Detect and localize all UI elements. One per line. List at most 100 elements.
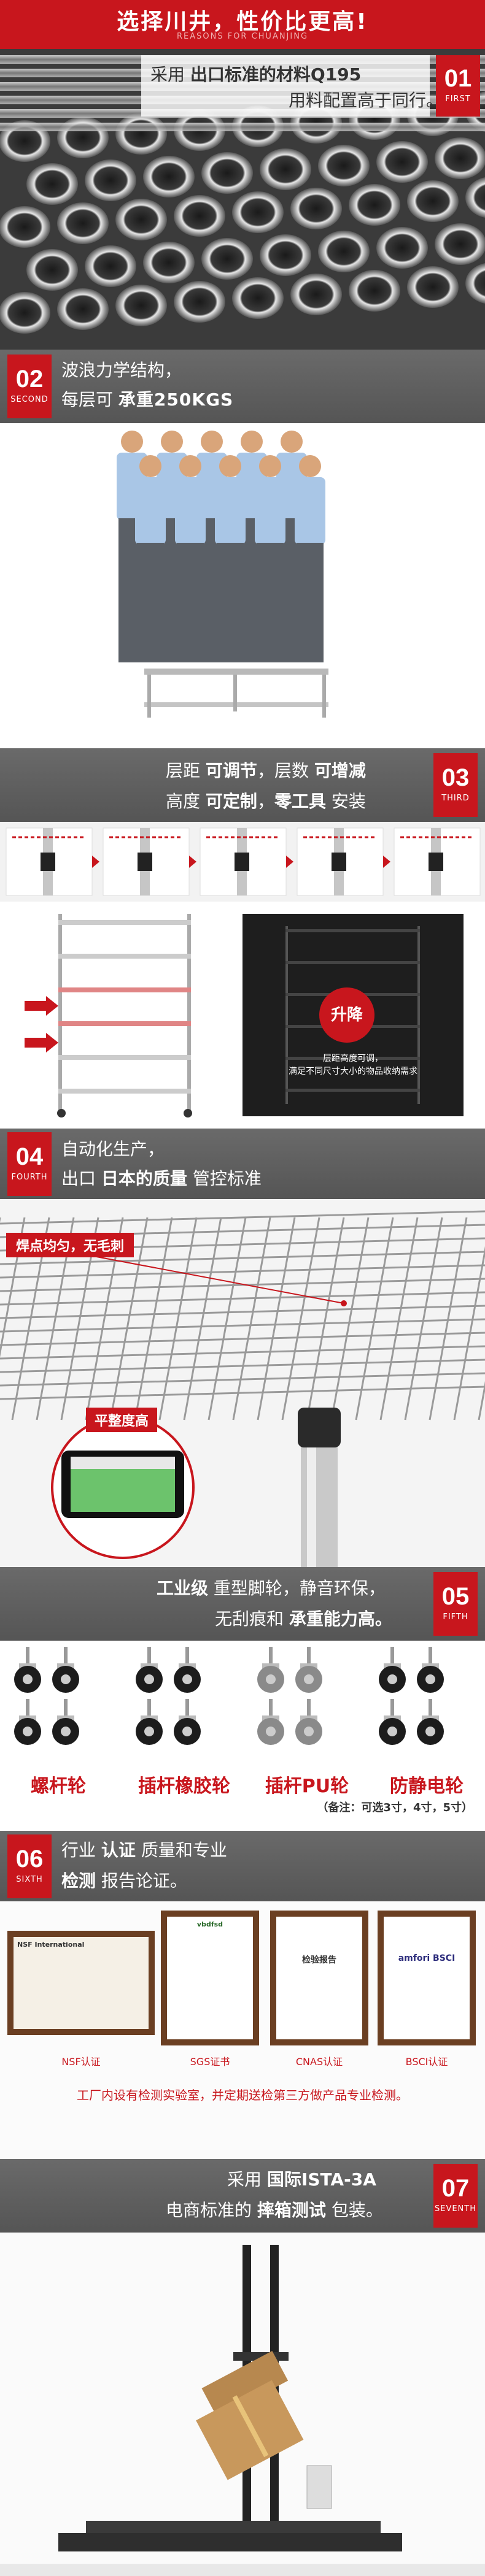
header-title: 选择川井，性价比更高! (117, 9, 368, 34)
s6-number: 06 (15, 1846, 44, 1873)
s2-number: 02 (15, 366, 44, 393)
s6-l1b: 质量和专业 (141, 1840, 227, 1860)
s3-number: 03 (441, 764, 470, 791)
s5-number-badge: 05 FIFTH (433, 1572, 478, 1636)
s4-band (0, 1129, 485, 1199)
s3-word: THIRD (441, 794, 470, 803)
s1-number-badge: 01 FIRST (436, 55, 480, 117)
flatness-tag: 平整度高 (86, 1408, 158, 1432)
cert-nsf-title: NSF International (17, 1941, 85, 1949)
wire-grid-image (0, 1199, 485, 1567)
adjust-steps-strip (6, 827, 481, 896)
s4-wire-closeup: 焊点均匀，无毛刺 平整度高 (0, 1199, 485, 1567)
cert-nsf: NSF International (7, 1931, 155, 2035)
s5-number: 05 (441, 1583, 470, 1610)
lift-badge: 升降 (319, 987, 374, 1043)
cert-footer: 工厂内设有检测实验室，并定期送检第三方做产品专业检测。 (77, 2088, 408, 2103)
s4-line2-suffix: 管控标准 (192, 1168, 262, 1189)
s3-l1c: ，层数 (257, 761, 309, 781)
s3-l2c: ， (257, 791, 274, 811)
caster-label-2: 插杆橡胶轮 (138, 1776, 230, 1797)
s2-line2-prefix: 每层可 (61, 389, 114, 410)
s6-word: SIXTH (16, 1875, 43, 1884)
s2-band (0, 350, 485, 423)
s3-adjust-steps (0, 822, 485, 902)
s5-line2-bold: 承重能力高。 (289, 1609, 392, 1629)
shelf-height-illustration (25, 914, 464, 1117)
s3-panel-text1: 层距高度可调， (323, 1054, 383, 1064)
s2-number-badge: 02 SECOND (7, 355, 52, 418)
s1-text-panel (141, 55, 430, 117)
s4-word: FOURTH (11, 1173, 48, 1182)
s6-l1a: 行业 (61, 1840, 96, 1860)
caster-label-4: 防静电轮 (390, 1776, 464, 1797)
s3-l2e: 安装 (331, 791, 366, 811)
s3-l1d: 可增减 (314, 761, 366, 781)
s1-number: 01 (444, 65, 472, 92)
s2-line2-bold: 承重250KGS (118, 389, 234, 410)
s7-number-badge: 07 SEVENTH (433, 2164, 478, 2228)
s5-band (0, 1567, 485, 1641)
s6-l2b: 报告论证。 (101, 1871, 187, 1891)
cert-bsci-title: amfori BSCI (398, 1953, 456, 1963)
s5-casters: 螺杆轮 插杆橡胶轮 插杆PU轮 防静电轮 （备注：可选3寸，4寸，5寸） (0, 1641, 485, 1831)
s5-line1-rest: 重型脚轮，静音环保， (213, 1578, 386, 1598)
weld-tag: 焊点均匀，无毛刺 (6, 1233, 134, 1257)
s3-l1b: 可调节 (205, 761, 257, 781)
s7-word: SEVENTH (434, 2204, 476, 2214)
s7-l2-suffix: 包装。 (331, 2200, 383, 2220)
s1-line1-bold: 出口标准的材料Q195 (190, 64, 362, 85)
s2-word: SECOND (10, 395, 49, 404)
header-banner: 选择川井，性价比更高! REASONS FOR CHUANJING (0, 0, 485, 49)
s3-l2a: 高度 (166, 791, 201, 811)
s4-line1: 自动化生产， (61, 1139, 165, 1159)
caster-label-1: 螺杆轮 (31, 1776, 86, 1797)
section-material: 采用 出口标准的材料Q195 用料配置高于同行。 01 FIRST (0, 49, 485, 350)
cert-sgs: vbdfsd (161, 1911, 259, 2045)
cert-label-sgs: SGS证书 (190, 2056, 230, 2068)
s7-l1-prefix: 采用 (227, 2169, 262, 2190)
s5-line1-bold: 工业级 (157, 1578, 209, 1598)
s3-l2b: 可定制 (205, 791, 257, 811)
cert-bsci: amfori BSCI (378, 1911, 476, 2045)
s2-line1: 波浪力学结构， (61, 360, 182, 380)
weld-tag-label: 焊点均匀，无毛刺 (16, 1239, 125, 1254)
s6-number-badge: 06 SIXTH (7, 1834, 52, 1898)
s7-l1-bold: 国际ISTA-3A (266, 2169, 376, 2190)
s6-l2bold: 检测 (61, 1871, 96, 1891)
cert-label-bsci: BSCI认证 (405, 2056, 448, 2068)
s6-band (0, 1831, 485, 1901)
s7-drop-test (0, 2233, 485, 2576)
s4-line2-bold: 日本的质量 (101, 1168, 187, 1189)
s7-band (0, 2159, 485, 2233)
s3-shelf-compare: 升降 层距高度可调， 满足不同尺寸大小的物品收纳需求 (0, 902, 485, 1129)
drop-test-machine-image (0, 2233, 485, 2576)
lift-badge-label: 升降 (330, 1006, 363, 1024)
s1-line1-prefix: 采用 (150, 64, 185, 85)
s7-l2-prefix: 电商标准的 (166, 2200, 252, 2220)
s1-word: FIRST (445, 94, 471, 104)
cert-label-nsf: NSF认证 (61, 2056, 101, 2068)
s5-line2-a: 无刮痕和 (215, 1609, 284, 1629)
s3-l1a: 层距 (166, 761, 201, 781)
s7-number: 07 (441, 2175, 470, 2202)
s5-word: FIFTH (443, 1612, 468, 1622)
header-subtitle: REASONS FOR CHUANJING (176, 32, 309, 41)
s4-number-badge: 04 FOURTH (7, 1132, 52, 1196)
cert-label-cnas: CNAS认证 (295, 2056, 343, 2068)
s1-line2: 用料配置高于同行。 (289, 90, 444, 110)
cert-cnas: 检验报告 (270, 1911, 368, 2045)
s6-l1bold: 认证 (101, 1840, 136, 1860)
caster-label-3: 插杆PU轮 (265, 1776, 349, 1797)
caster-wheels-image (14, 1647, 444, 1745)
s2-load-test-image (0, 423, 485, 748)
s3-l2d: 零工具 (274, 791, 326, 811)
s3-band (0, 748, 485, 822)
people-standing-on-shelf-image (0, 423, 485, 748)
s3-number-badge: 03 THIRD (433, 753, 478, 817)
s4-number: 04 (15, 1143, 44, 1170)
flatness-tag-label: 平整度高 (95, 1414, 149, 1429)
cert-cnas-title: 检验报告 (302, 1955, 336, 1965)
cert-sgs-title: vbdfsd (196, 1920, 223, 1928)
